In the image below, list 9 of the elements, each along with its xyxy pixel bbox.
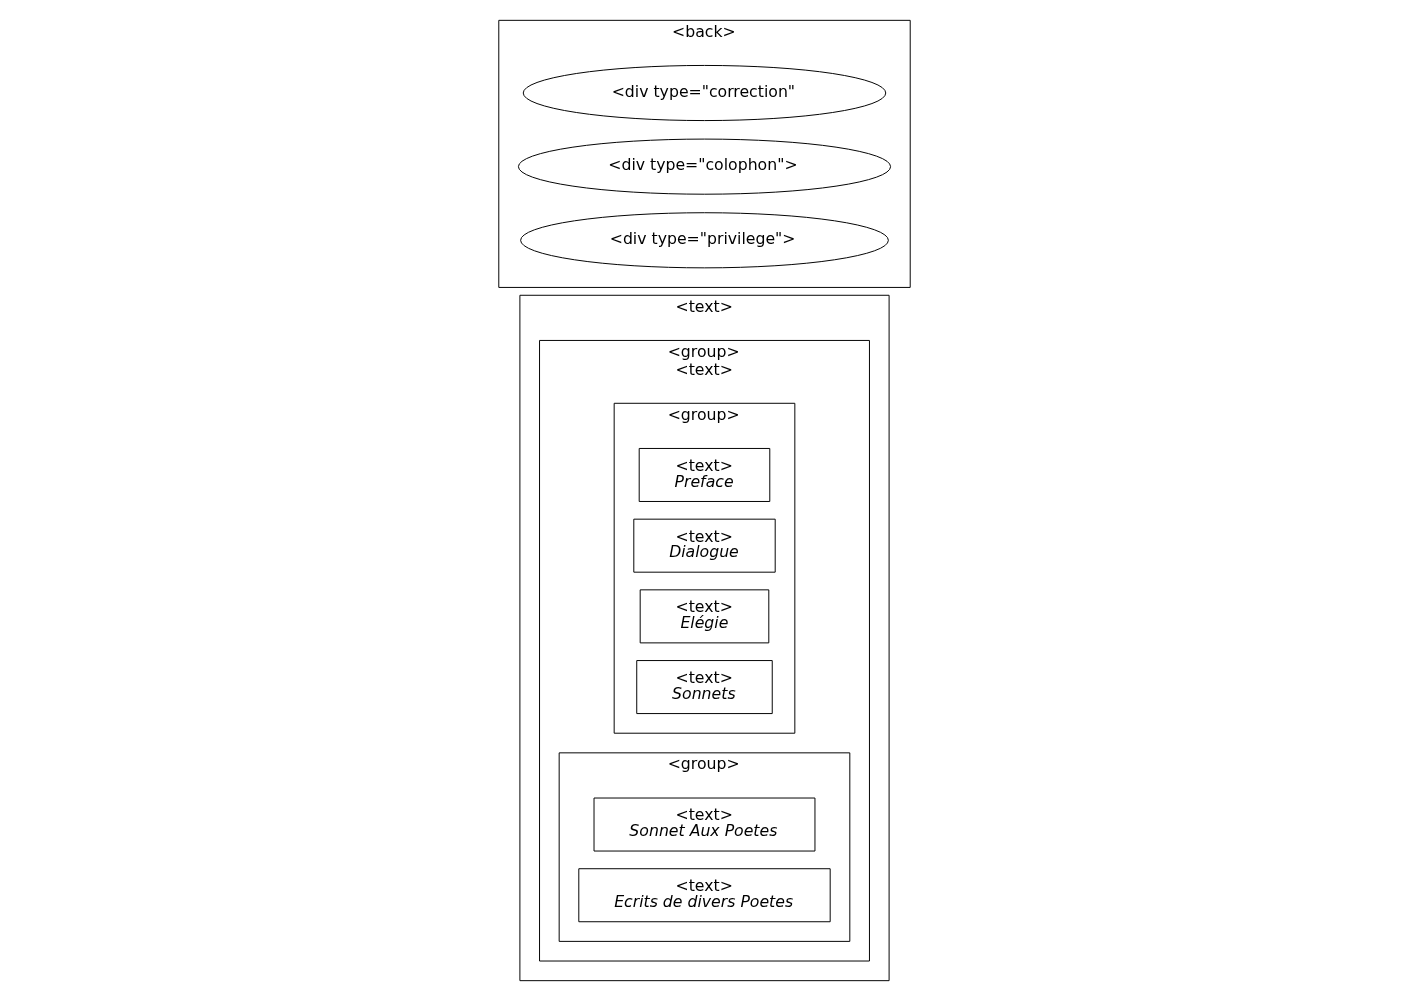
node-ellipse: <div type="correction" (522, 64, 887, 122)
node-box: <text> Dialogue (633, 518, 776, 573)
node-box: <text> Sonnet Aux Poetes (593, 797, 816, 852)
node-box: <text> Sonnets (636, 660, 773, 715)
node-box: <text> Ecrits de divers Poetes (578, 868, 831, 923)
node-ellipse: <div type="privilege"> (520, 212, 889, 269)
node-box: <text> Preface (638, 447, 771, 502)
node-box: <text> Elégie (639, 589, 770, 644)
node-ellipse: <div type="colophon"> (517, 138, 892, 195)
